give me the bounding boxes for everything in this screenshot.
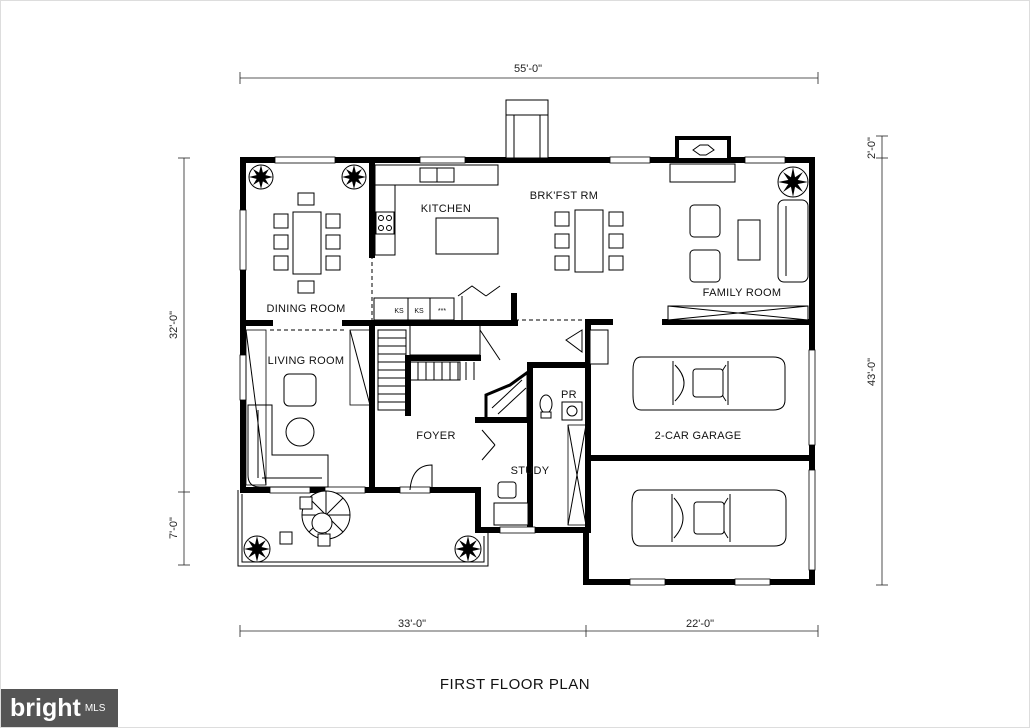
rear-steps	[505, 99, 549, 159]
dim-left-upper: 32'-0"	[168, 311, 180, 339]
watermark-suffix: MLS	[84, 703, 106, 714]
room-foyer: FOYER	[416, 430, 455, 442]
dim-right-lower: 43'-0"	[866, 358, 878, 386]
dim-bottom-right: 22'-0"	[686, 618, 714, 630]
dim-right-upper: 2'-0"	[866, 137, 878, 159]
dining-table-set	[273, 192, 341, 294]
family-room-furniture	[667, 199, 809, 321]
cabinet-ks-1: KS	[394, 308, 404, 315]
fireplace	[669, 136, 736, 183]
dim-bottom-left: 33'-0"	[398, 618, 426, 630]
room-dining: DINING ROOM	[266, 303, 345, 315]
front-door	[409, 429, 496, 491]
kitchen-counters	[373, 164, 499, 321]
study-furniture	[493, 424, 587, 526]
dimension-lines	[178, 72, 888, 637]
room-garage: 2-CAR GARAGE	[655, 430, 742, 442]
room-breakfast: BRK'FST RM	[530, 190, 598, 202]
plant-icon	[243, 164, 809, 563]
cabinet-ks-2: KS	[414, 308, 424, 315]
living-room-furniture	[245, 329, 371, 488]
room-kitchen: KITCHEN	[421, 203, 471, 215]
room-study: STUDY	[511, 465, 550, 477]
watermark-brand: bright	[10, 694, 81, 722]
staircase	[377, 324, 609, 411]
room-living: LIVING ROOM	[268, 355, 345, 367]
room-powder: PR	[561, 389, 577, 401]
cabinet-stars: ***	[438, 308, 446, 315]
dim-left-lower: 7'-0"	[168, 517, 180, 539]
room-family: FAMILY ROOM	[703, 287, 782, 299]
car-icon	[631, 356, 787, 547]
windows	[239, 156, 816, 586]
front-porch	[237, 490, 489, 567]
powder-room-fixtures	[484, 369, 583, 422]
dim-top: 55'-0"	[514, 63, 542, 75]
plan-title: FIRST FLOOR PLAN	[439, 676, 591, 693]
dashed-lines	[270, 255, 588, 490]
watermark-logo: bright MLS	[0, 689, 118, 728]
breakfast-table-set	[554, 209, 624, 273]
pantry-doors	[457, 285, 501, 320]
